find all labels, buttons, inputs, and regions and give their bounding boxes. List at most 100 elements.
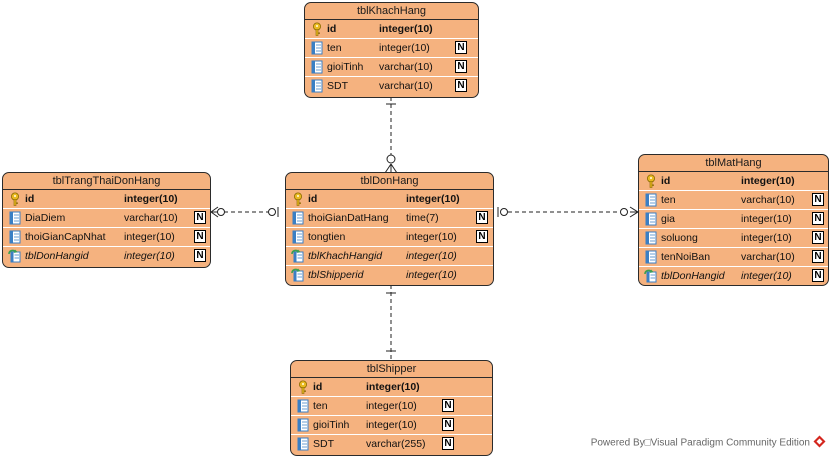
column-icon bbox=[644, 231, 658, 245]
column-icon bbox=[310, 79, 324, 93]
visual-paradigm-logo-icon bbox=[813, 435, 826, 451]
column-type: varchar(10) bbox=[379, 80, 433, 92]
column-icon bbox=[291, 230, 305, 244]
foreign-key-column-icon bbox=[644, 269, 658, 283]
column-type: integer(10) bbox=[124, 250, 175, 262]
column-name: soluong bbox=[661, 232, 698, 244]
entity-title: tblKhachHang bbox=[305, 3, 478, 20]
column-name: id bbox=[661, 175, 671, 187]
column-type: varchar(10) bbox=[741, 251, 795, 263]
column-row[interactable]: ten varchar(10) N bbox=[639, 191, 828, 210]
column-name: id bbox=[25, 193, 35, 205]
column-name: id bbox=[327, 23, 337, 35]
entity-title: tblTrangThaiDonHang bbox=[3, 173, 210, 190]
not-null-badge: N bbox=[812, 212, 824, 225]
column-type: varchar(10) bbox=[741, 194, 795, 206]
column-row[interactable]: DiaDiem varchar(10) N bbox=[3, 209, 210, 228]
column-type: integer(10) bbox=[379, 23, 433, 35]
not-null-badge: N bbox=[194, 211, 206, 224]
column-type: integer(10) bbox=[406, 269, 457, 281]
not-null-badge: N bbox=[194, 230, 206, 243]
column-name: tblKhachHangid bbox=[308, 250, 383, 262]
column-row[interactable]: tblKhachHangid integer(10) bbox=[286, 247, 493, 266]
column-name: DiaDiem bbox=[25, 212, 66, 224]
column-name: thoiGianCapNhat bbox=[25, 231, 106, 243]
column-row[interactable]: id integer(10) bbox=[305, 20, 478, 39]
column-type: time(7) bbox=[406, 212, 439, 224]
column-type: integer(10) bbox=[366, 400, 417, 412]
connector-shipper-donhang bbox=[386, 285, 396, 360]
column-icon bbox=[310, 60, 324, 74]
column-type: integer(10) bbox=[366, 419, 417, 431]
column-icon bbox=[644, 250, 658, 264]
column-name: ten bbox=[313, 400, 328, 412]
connector-khachhang-donhang bbox=[384, 97, 398, 174]
column-row[interactable]: tblDonHangid integer(10) N bbox=[3, 247, 210, 265]
column-type: integer(10) bbox=[406, 250, 457, 262]
not-null-badge: N bbox=[812, 193, 824, 206]
not-null-badge: N bbox=[442, 418, 454, 431]
column-type: varchar(10) bbox=[124, 212, 178, 224]
column-icon bbox=[644, 193, 658, 207]
column-row[interactable]: tongtien integer(10) N bbox=[286, 228, 493, 247]
column-row[interactable]: id integer(10) bbox=[286, 190, 493, 209]
column-name: tongtien bbox=[308, 231, 346, 243]
column-type: integer(10) bbox=[379, 42, 430, 54]
not-null-badge: N bbox=[476, 230, 488, 243]
column-type: integer(10) bbox=[741, 232, 792, 244]
column-name: ten bbox=[661, 194, 676, 206]
not-null-badge: N bbox=[476, 211, 488, 224]
foreign-key-column-icon bbox=[291, 268, 305, 282]
entity-title: tblMatHang bbox=[639, 155, 828, 172]
column-name: SDT bbox=[313, 438, 334, 450]
column-row[interactable]: gioiTinh integer(10) N bbox=[291, 416, 492, 435]
column-type: varchar(255) bbox=[366, 438, 426, 450]
entity-title: tblShipper bbox=[291, 361, 492, 378]
powered-by-footer: Powered By□Visual Paradigm Community Edi… bbox=[591, 435, 826, 451]
column-type: integer(10) bbox=[406, 193, 460, 205]
not-null-badge: N bbox=[455, 60, 467, 73]
column-type: integer(10) bbox=[406, 231, 457, 243]
column-name: id bbox=[308, 193, 318, 205]
primary-key-icon bbox=[644, 174, 658, 188]
column-icon bbox=[291, 211, 305, 225]
connector-trangthai-donhang bbox=[210, 206, 279, 218]
not-null-badge: N bbox=[194, 249, 206, 262]
column-icon bbox=[296, 399, 310, 413]
column-row[interactable]: thoiGianDatHang time(7) N bbox=[286, 209, 493, 228]
not-null-badge: N bbox=[455, 41, 467, 54]
primary-key-icon bbox=[8, 192, 22, 206]
foreign-key-column-icon bbox=[291, 249, 305, 263]
column-icon bbox=[296, 418, 310, 432]
column-name: tblDonHangid bbox=[25, 250, 89, 262]
not-null-badge: N bbox=[812, 231, 824, 244]
column-name: thoiGianDatHang bbox=[308, 212, 389, 224]
column-name: gioiTinh bbox=[313, 419, 350, 431]
not-null-badge: N bbox=[455, 79, 467, 92]
column-icon bbox=[644, 212, 658, 226]
column-name: gia bbox=[661, 213, 676, 225]
primary-key-icon bbox=[296, 380, 310, 394]
column-row[interactable]: id integer(10) bbox=[291, 378, 492, 397]
column-type: integer(10) bbox=[366, 381, 420, 393]
column-row[interactable]: soluong integer(10) N bbox=[639, 229, 828, 248]
column-name: id bbox=[313, 381, 323, 393]
